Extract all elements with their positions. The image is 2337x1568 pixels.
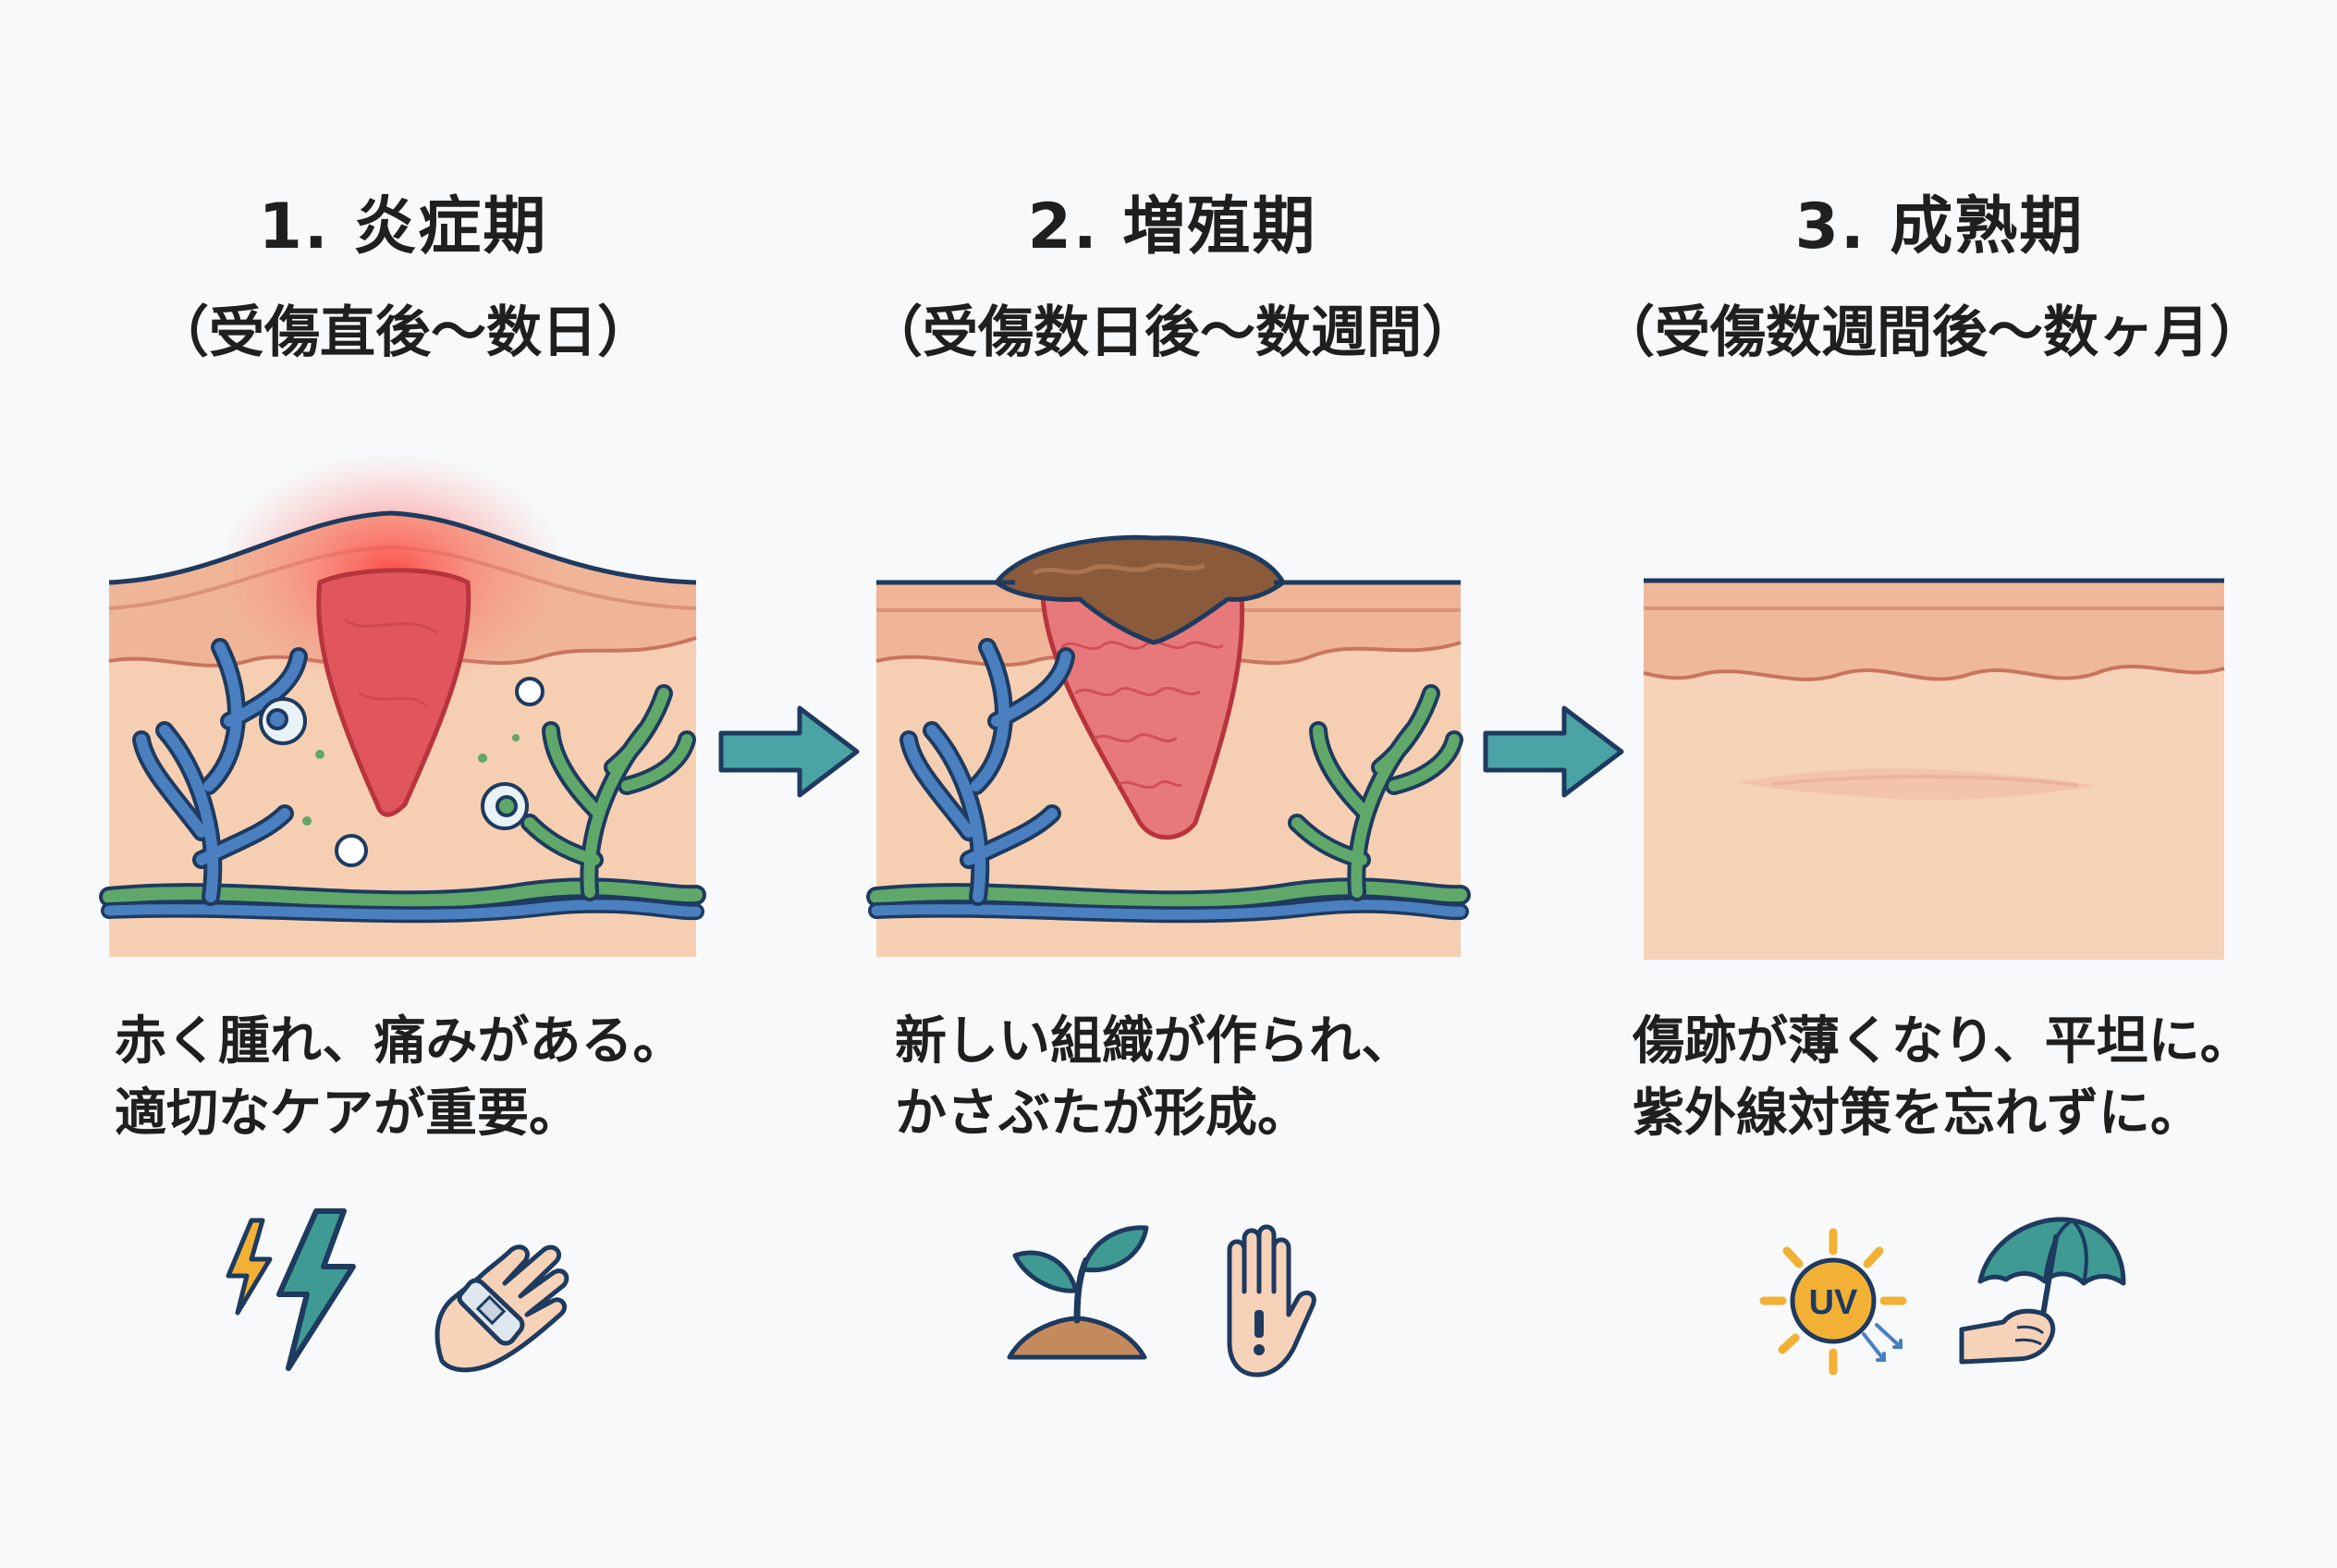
uv-sun-icon: UV <box>1759 1228 1907 1376</box>
stage3-description: 傷跡が薄くなり、平坦に。 紫外線対策を忘れずに。 <box>1633 1006 2252 1150</box>
stage3-desc-line1: 傷跡が薄くなり、平坦に。 <box>1633 1011 2252 1072</box>
stage1-desc-line1: 赤く腫れ、痛みがある。 <box>115 1011 685 1072</box>
stage3-skin-illustration <box>1643 578 2225 960</box>
stage2-skin-illustration <box>866 534 1471 957</box>
stage1-title: 1. 炎症期 <box>258 190 548 263</box>
hand-warning-icon <box>1227 1224 1316 1378</box>
arrow-stage2-to-3 <box>1483 705 1624 798</box>
stage3-desc-line2: 紫外線対策を忘れずに。 <box>1633 1084 2202 1144</box>
sprout-icon <box>1007 1225 1149 1360</box>
stage1-desc-line2: 適切なケアが重要。 <box>115 1084 581 1144</box>
stage1-description: 赤く腫れ、痛みがある。 適切なケアが重要。 <box>115 1006 685 1150</box>
stage1-period: （受傷直後〜数日） <box>153 300 653 365</box>
stage3-period: （受傷数週間後〜数ヶ月） <box>1599 300 2265 365</box>
lightning-icon <box>226 1208 356 1371</box>
stage2-description: 新しい組織が作られ、 かさぶたが形成。 <box>895 1006 1413 1150</box>
stage2-desc-line2: かさぶたが形成。 <box>895 1084 1309 1144</box>
stage2-desc-line1: 新しい組織が作られ、 <box>895 1011 1413 1072</box>
arrow-stage1-to-2 <box>718 705 860 798</box>
stage1-skin-illustration <box>99 453 706 957</box>
umbrella-hand-icon <box>1959 1217 2126 1365</box>
uv-label: UV <box>1809 1283 1858 1322</box>
stage2-title: 2. 増殖期 <box>1027 190 1317 263</box>
stage2-period: （受傷数日後〜数週間） <box>867 300 1477 365</box>
bandaged-hand-icon <box>434 1244 569 1373</box>
stage3-title: 3. 成熟期 <box>1794 190 2085 263</box>
